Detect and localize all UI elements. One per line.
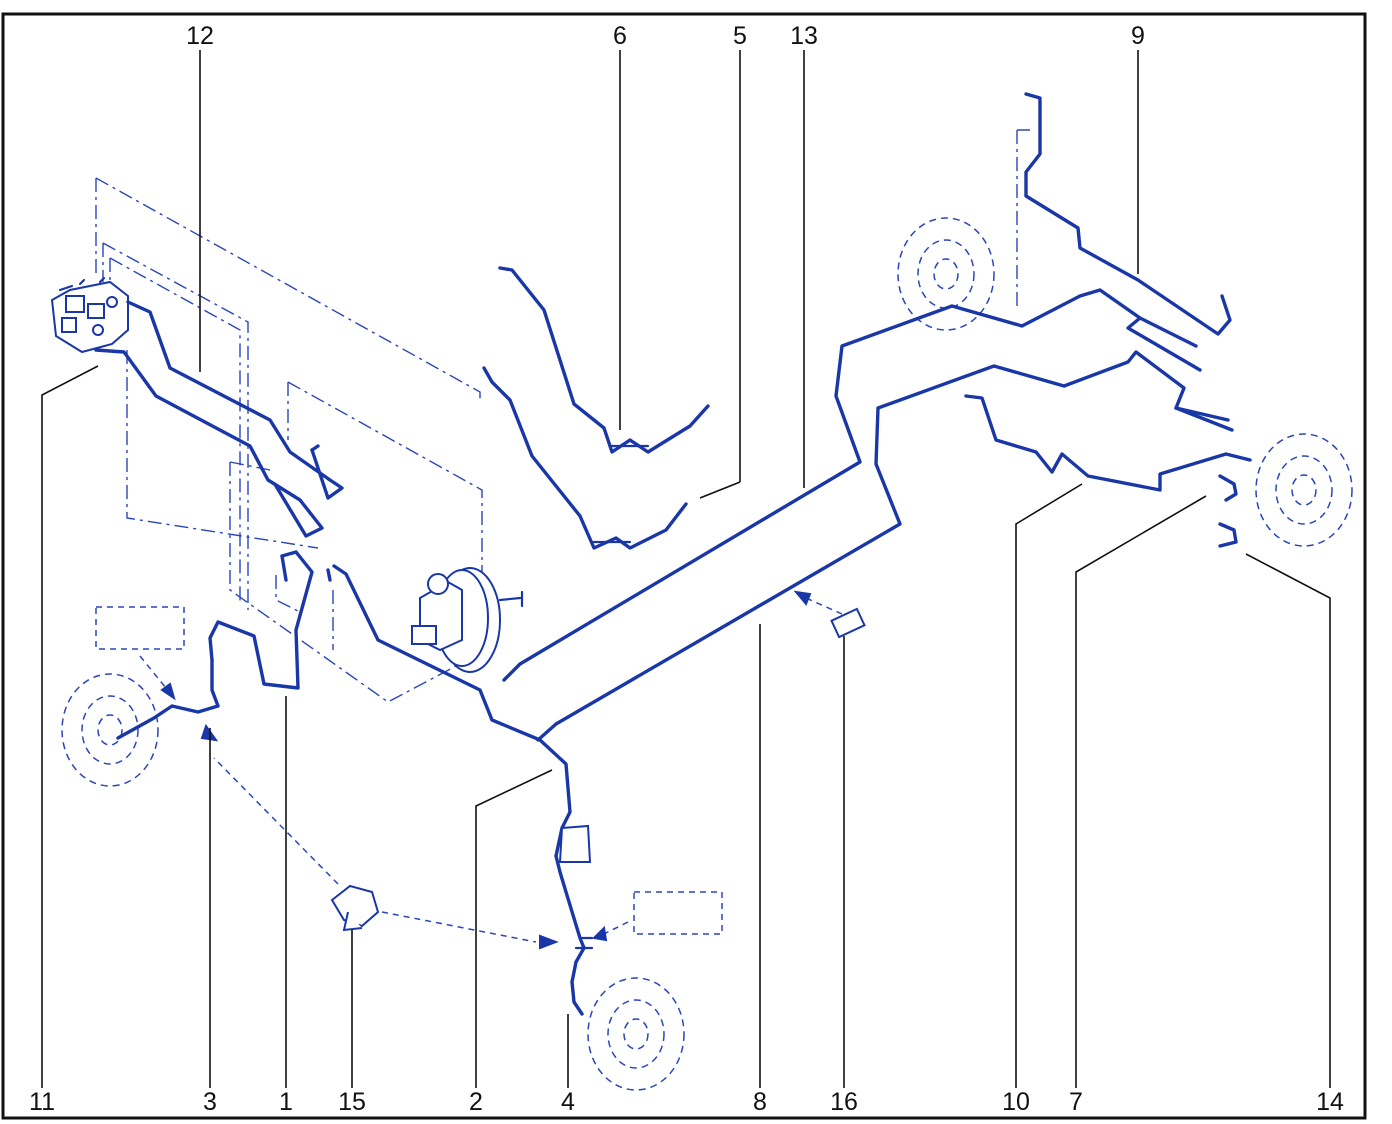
rear-right-wheel — [1255, 433, 1353, 547]
sleeve-16 — [830, 607, 866, 639]
pipe-6 — [498, 266, 710, 454]
callout-8: 8 — [753, 1088, 767, 1116]
clip-7 — [1218, 474, 1238, 502]
pipe-4 — [554, 854, 586, 1016]
callout-13: 13 — [790, 22, 818, 50]
callout-10: 10 — [1002, 1088, 1030, 1116]
dashed-arrows — [139, 590, 843, 950]
callout-2: 2 — [469, 1088, 483, 1116]
callout-3: 3 — [203, 1088, 217, 1116]
pipe-1 — [208, 550, 314, 690]
callout-9: 9 — [1131, 22, 1145, 50]
front-left-wheel — [61, 673, 159, 787]
pipe-8 — [536, 350, 1234, 742]
pipe-12 — [126, 300, 344, 500]
wheels — [61, 217, 1353, 1091]
clip-14 — [1218, 522, 1238, 548]
leader-lines — [41, 50, 1331, 1088]
callout-15: 15 — [338, 1088, 366, 1116]
callout-12: 12 — [186, 22, 214, 50]
diagram-frame — [1, 12, 1367, 1120]
detail-boxes — [95, 606, 723, 935]
pipe-5 — [482, 366, 688, 550]
pipe-9 — [1024, 92, 1232, 336]
callout-4: 4 — [561, 1088, 575, 1116]
callout-7: 7 — [1069, 1088, 1083, 1116]
brake-booster — [411, 567, 524, 673]
callout-14: 14 — [1316, 1088, 1344, 1116]
callout-16: 16 — [830, 1088, 858, 1116]
pipe-11 — [94, 348, 324, 538]
bracket-15 — [330, 884, 380, 932]
pipe-13 — [502, 288, 1202, 682]
callout-5: 5 — [733, 22, 747, 50]
front-right-wheel — [587, 977, 685, 1091]
brake-pipes — [94, 92, 1252, 1016]
pipe-2 — [332, 564, 572, 858]
callout-11: 11 — [29, 1088, 55, 1116]
callout-6: 6 — [613, 22, 627, 50]
callout-labels: 12 6 5 13 9 11 3 1 15 2 4 8 16 10 7 14 — [29, 22, 1344, 1116]
routing-guides — [95, 129, 1030, 703]
abs-modulator — [50, 276, 129, 354]
pipe-3 — [116, 658, 220, 740]
pipe-10 — [964, 394, 1252, 492]
callout-1: 1 — [279, 1088, 293, 1116]
